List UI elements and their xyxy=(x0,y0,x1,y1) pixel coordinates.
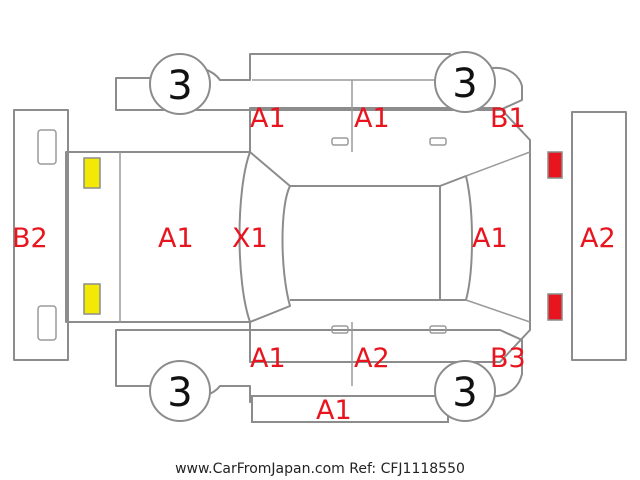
tire-front-left: 3 xyxy=(149,53,211,115)
tire-front-right-rating: 3 xyxy=(167,370,192,416)
code-bottom-rocker: A1 xyxy=(316,395,352,426)
footer-reference: www.CarFromJapan.com Ref: CFJ1118550 xyxy=(175,461,465,477)
taillight-right xyxy=(547,293,563,321)
headlight-left xyxy=(83,157,101,189)
code-bottom-rear-door: A2 xyxy=(354,343,390,374)
car-body-outline xyxy=(65,107,531,363)
code-front-bumper: B2 xyxy=(12,223,48,254)
rear-bumper xyxy=(571,111,627,361)
code-bottom-rear-fender: B3 xyxy=(490,343,526,374)
tire-rear-left: 3 xyxy=(434,51,496,113)
tire-rear-right: 3 xyxy=(434,360,496,422)
front-bumper xyxy=(13,109,69,361)
code-trunk-lid: A1 xyxy=(472,223,508,254)
taillight-left xyxy=(547,151,563,179)
code-top-rear-fender: B1 xyxy=(490,103,526,134)
tire-rear-left-rating: 3 xyxy=(452,61,477,107)
code-bottom-front-door: A1 xyxy=(250,343,286,374)
tire-front-left-rating: 3 xyxy=(167,63,192,109)
code-windshield: X1 xyxy=(232,223,268,254)
tire-front-right: 3 xyxy=(149,360,211,422)
code-hood: A1 xyxy=(158,223,194,254)
code-top-rear-door: A1 xyxy=(354,103,390,134)
code-rear-bumper: A2 xyxy=(580,223,616,254)
tire-rear-right-rating: 3 xyxy=(452,370,477,416)
headlight-right xyxy=(83,283,101,315)
code-top-front-door: A1 xyxy=(250,103,286,134)
